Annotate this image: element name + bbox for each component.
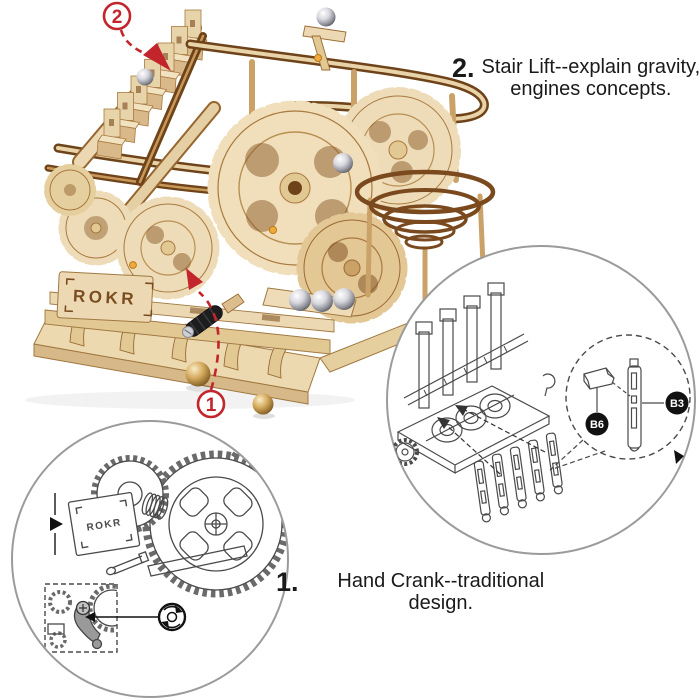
marble-queued bbox=[289, 289, 311, 311]
hand-crank bbox=[182, 293, 245, 338]
crank-axle-drawing bbox=[105, 551, 150, 576]
caption-stair-text: Stair Lift--explain gravity, engines con… bbox=[482, 56, 700, 100]
inset-stair-lift-diagram: B6 B3 bbox=[386, 245, 696, 555]
callout-1-number: 1 bbox=[206, 395, 217, 416]
marble-tray bbox=[262, 287, 357, 318]
caption-stair-lift: 2. Stair Lift--explain gravity, engines … bbox=[452, 53, 700, 101]
part-badge-b6: B6 bbox=[585, 412, 609, 436]
rotation-icon bbox=[157, 602, 187, 632]
part-b6-drawing bbox=[583, 367, 615, 390]
caption-stair-line1: Stair Lift--explain gravity, bbox=[481, 56, 700, 78]
pins bbox=[129, 225, 278, 269]
part-b3-drawing bbox=[627, 358, 642, 452]
rotation-pointer bbox=[85, 602, 187, 632]
marble-queued bbox=[333, 288, 355, 310]
alignment-marker bbox=[50, 493, 63, 555]
inset-circle-border bbox=[386, 245, 696, 555]
marble-on-stairs bbox=[136, 68, 154, 86]
marble-top bbox=[316, 7, 336, 27]
detail-box bbox=[44, 583, 118, 653]
stairlift-assembly-drawing bbox=[391, 282, 556, 475]
rokr-logo-text: ROKR bbox=[73, 286, 138, 308]
cam-arm-highlight bbox=[73, 605, 101, 644]
caption-crank-line1: Hand Crank--traditional design. bbox=[337, 570, 545, 614]
rokr-plate-drawing: ROKR bbox=[67, 491, 141, 557]
caption-hand-crank: 1. Hand Crank--traditional design. bbox=[276, 567, 576, 615]
rokr-inset-logo-text: ROKR bbox=[86, 517, 123, 533]
marble-brass bbox=[185, 361, 211, 387]
bubble-rotation-tick bbox=[674, 450, 684, 464]
caption-crank-number: 1. bbox=[276, 567, 299, 597]
inset-hand-crank-diagram: ROKR bbox=[11, 420, 289, 698]
bottom-plank-drawing bbox=[147, 545, 248, 577]
caption-stair-number: 2. bbox=[452, 53, 475, 83]
release-gate bbox=[302, 7, 347, 71]
callout-1-badge bbox=[196, 389, 226, 419]
slat-parts-drawing bbox=[473, 432, 563, 523]
caption-stair-line2: engines concepts. bbox=[510, 78, 672, 100]
marble-run-model: ROKR bbox=[25, 7, 496, 419]
marble-in-gear bbox=[333, 153, 353, 173]
callout-hand-crank: 1 bbox=[186, 268, 226, 419]
pin-yellow bbox=[314, 54, 322, 62]
gear-crank-drive bbox=[116, 196, 220, 300]
marble-queued bbox=[311, 290, 333, 312]
callout-1-arrowhead bbox=[186, 268, 203, 290]
rokr-logo-panel: ROKR bbox=[56, 271, 154, 323]
worm-coil-drawing bbox=[141, 492, 169, 520]
part-badge-b6-label: B6 bbox=[590, 419, 604, 431]
part-badge-b3: B3 bbox=[665, 391, 689, 415]
gear-left-tiny bbox=[44, 164, 96, 216]
marble-brass bbox=[252, 393, 274, 415]
assembly-arrows bbox=[437, 405, 546, 475]
callout-2-number: 2 bbox=[112, 7, 123, 28]
part-badge-b3-label: B3 bbox=[670, 398, 684, 410]
callout-2-arrowhead bbox=[143, 43, 171, 71]
callout-2-badge bbox=[102, 1, 132, 31]
callout-stair-lift: 2 bbox=[102, 1, 171, 71]
